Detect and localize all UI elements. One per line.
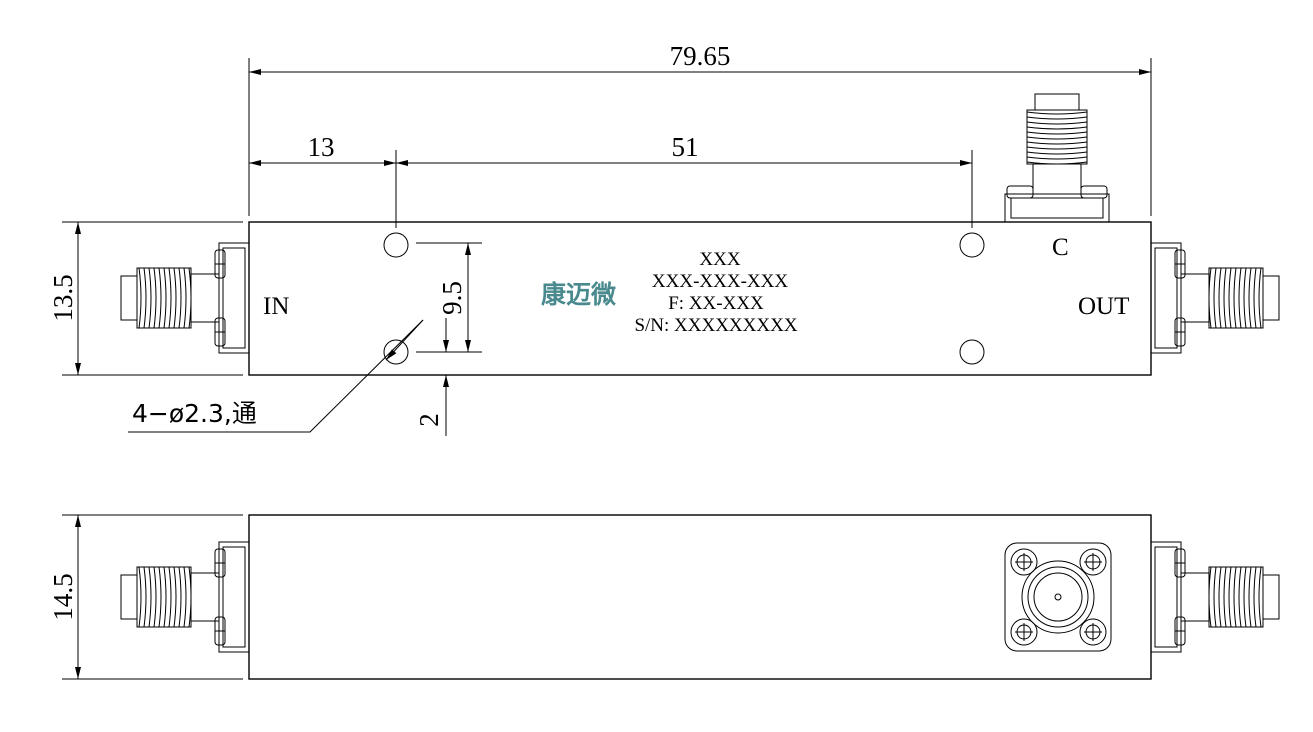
coupler-body-top xyxy=(248,221,1152,376)
hole-spacing-value: 51 xyxy=(672,132,699,162)
marking-line-2: XXX-XXX-XXX xyxy=(652,271,788,292)
marking-line-1: XXX xyxy=(699,249,740,270)
marking-line-4: S/N: XXXXXXXXX xyxy=(634,315,797,336)
top-view: IN OUT C 康迈微 XXX XXX-XXX-XXX F: XX-XXX S… xyxy=(120,93,1280,376)
brand-logo: 康迈微 xyxy=(541,280,616,309)
input-port-label: IN xyxy=(263,293,289,320)
side-view: 14.5 xyxy=(48,514,1280,680)
coupler-body-side xyxy=(248,514,1152,680)
overall-length-value: 79.65 xyxy=(670,41,731,71)
mounting-hole xyxy=(959,339,985,365)
top-dimensions: 79.65 13 51 13.5 9.5 2 4−ø2.3,通 xyxy=(48,41,1152,436)
hole-vertical-value: 9.5 xyxy=(437,281,467,315)
coupled-port-face xyxy=(1004,542,1112,652)
coupled-connector-top xyxy=(1004,93,1110,223)
marking-line-3: F: XX-XXX xyxy=(668,293,764,314)
input-connector-top xyxy=(120,242,250,354)
output-connector-top xyxy=(1150,242,1280,354)
input-connector-side xyxy=(120,541,250,653)
coupled-port-label: C xyxy=(1052,234,1069,261)
mounting-hole xyxy=(383,232,409,258)
side-height-value: 14.5 xyxy=(48,573,78,620)
mounting-hole xyxy=(383,339,409,365)
output-port-label: OUT xyxy=(1078,293,1129,320)
hole-offset-value: 13 xyxy=(308,132,335,162)
hole-leader-line xyxy=(128,319,424,433)
hole-note: 4−ø2.3,通 xyxy=(132,399,257,428)
hole-edge-value: 2 xyxy=(414,413,444,427)
top-height-value: 13.5 xyxy=(48,274,78,321)
mounting-hole xyxy=(959,232,985,258)
output-connector-side xyxy=(1150,541,1280,653)
